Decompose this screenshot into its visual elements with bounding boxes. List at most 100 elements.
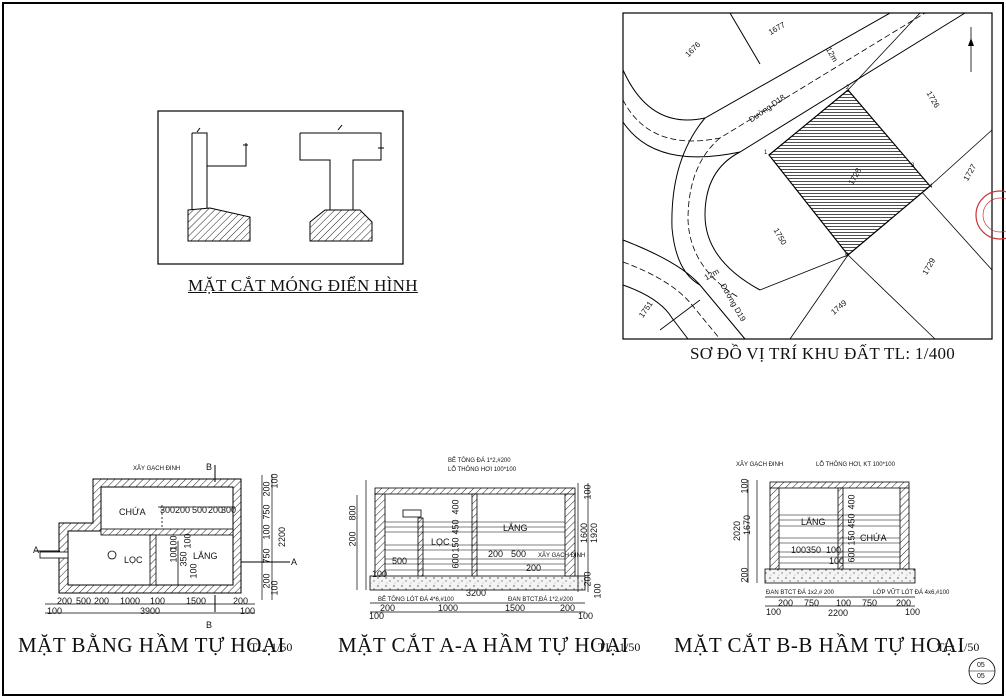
plan-dim-small-1: 100 [168, 547, 179, 563]
plan-dim-small-2: 100 [182, 533, 193, 549]
plan-dim-bottom-6: 200 [233, 596, 249, 606]
bb-dim-left-2: 200 [739, 567, 750, 583]
plan-dim-top-0: 300 [160, 505, 176, 515]
aa-room-lang: LẮNG [503, 523, 528, 533]
aa-dim-left-1: 200 [347, 531, 358, 547]
bb-dim-bottom-0: 200 [778, 598, 794, 608]
bb-note-base: LỚP VỮT LÓT ĐÁ 4x6,#100 [873, 590, 950, 596]
aa-room-loc: LỌC [431, 537, 450, 547]
aa-dim-mid-2: 400 [450, 499, 461, 515]
plan-dim-right-2: 100 [261, 524, 272, 540]
aa-note-brick: XÂY GẠCH ĐINH [538, 553, 586, 559]
aa-dim-mid-5: 500 [511, 549, 527, 559]
vertex-2: 2 [846, 85, 850, 91]
septic-section-bb [747, 480, 916, 607]
bb-room-lang: LẮNG [801, 517, 826, 527]
bb-dim-mid-0: 100 [791, 545, 807, 555]
aa-dim-mid-4: 200 [488, 549, 504, 559]
sheet-number-badge [968, 657, 996, 685]
plan-dim-top-1: 200 [175, 505, 191, 515]
plan-scale: TL: 1/50 [250, 640, 293, 654]
bb-dim-mid-3: 450 [846, 513, 857, 529]
bb-dim-mid-5: 400 [846, 494, 857, 510]
vertex-4: 4 [929, 184, 933, 190]
aa-note-base: BÊ TÔNG LÓT ĐÁ 4*6,#100 [378, 597, 454, 603]
plan-dim-edge-0: 100 [269, 473, 280, 489]
aa-dim-mid-0: 450 [450, 519, 461, 535]
aa-dim-bottom-2: 1500 [505, 603, 526, 613]
bb-dim-left-3: 100 [739, 478, 750, 494]
bb-dim-edge-1: 100 [905, 607, 921, 617]
aa-dim-right-0: 1600 [579, 522, 590, 544]
aa-dim-bottom-1: 1000 [438, 603, 459, 613]
plan-dim-bottom-1: 500 [76, 596, 92, 606]
plan-total-width: 3900 [140, 606, 161, 616]
plan-dim-small-4: 100 [188, 563, 199, 579]
bb-dim-mid-1: 350 [806, 545, 822, 555]
plan-dim-edge-3: 100 [240, 606, 256, 616]
bb-dim-bottom-1: 750 [804, 598, 820, 608]
aa-dim-left-0: 800 [347, 505, 358, 521]
septic-plan [35, 465, 290, 614]
plan-total-height: 2200 [277, 526, 288, 548]
bb-note-brick: XÂY GẠCH ĐINH [736, 462, 784, 468]
plan-dim-bottom-0: 200 [57, 596, 73, 606]
aa-dim-right-3: 200 [582, 571, 593, 587]
bb-dim-mid-2: 100 [826, 545, 842, 555]
aa-dim-mid-1: 150 [450, 537, 461, 553]
bb-dim-left-0: 2020 [732, 520, 743, 542]
plan-room-chua: CHỨA [119, 507, 146, 517]
section-aa-title: MẶT CẮT A-A HẦM TỰ HOẠI [338, 633, 629, 657]
bb-dim-mid-6: 600 [846, 547, 857, 563]
plan-marker-b-top: B [206, 462, 213, 472]
plan-dim-small-3: 350 [178, 551, 189, 567]
aa-dim-right-4: 100 [592, 583, 603, 599]
bb-dim-edge-0: 100 [766, 607, 782, 617]
section-bb-title: MẶT CẮT B-B HẦM TỰ HOẠI [674, 633, 965, 657]
plan-marker-a-right: A [291, 557, 298, 567]
section-aa-scale: TL: 1/50 [598, 640, 641, 654]
aa-dim-right-2: 100 [582, 484, 593, 500]
bb-room-chua: CHỨA [860, 533, 887, 543]
plan-dim-edge-2: 100 [47, 606, 63, 616]
aa-dim-edge-0: 100 [369, 611, 385, 621]
plan-title: MẶT BẰNG HẦM TỰ HOẠI [18, 633, 286, 657]
aa-dim-left-3: 100 [372, 569, 388, 579]
plan-dim-bottom-4: 100 [150, 596, 166, 606]
septic-section-aa [356, 480, 589, 613]
plan-dim-right-1: 750 [261, 504, 272, 520]
plan-dim-top-3: 200 [208, 505, 224, 515]
plan-note-brick: XÂY GẠCH ĐINH [133, 466, 181, 472]
plan-room-lang: LẮNG [193, 551, 218, 561]
plan-room-loc: LỌC [124, 555, 143, 565]
plan-dim-top-4: 300 [221, 505, 237, 515]
plan-dim-bottom-2: 200 [94, 596, 110, 606]
aa-dim-left-2: 500 [392, 556, 408, 566]
section-bb-scale: TL: 1/50 [937, 640, 980, 654]
vertex-5: 5 [845, 253, 849, 259]
aa-dim-bottom-0: 200 [380, 603, 396, 613]
bb-dim-mid-7: 100 [829, 556, 845, 566]
aa-total-width: 3200 [466, 588, 487, 598]
vertex-1: 1 [764, 150, 768, 156]
aa-note-slab: ĐAN BTCT,ĐÁ 1*2,#200 [508, 597, 574, 603]
bb-note-vent: LỖ THÔNG HƠI, KT 100*100 [816, 462, 895, 468]
plan-dim-bottom-3: 1000 [120, 596, 141, 606]
sheet-number-bottom: 05 [977, 673, 985, 680]
bb-note-slab: ĐAN BTCT ĐÁ 1x2,# 200 [766, 590, 834, 596]
aa-dim-edge-1: 100 [578, 611, 594, 621]
aa-dim-mid-6: 200 [526, 563, 542, 573]
bb-dim-mid-4: 150 [846, 530, 857, 546]
site-map [622, 12, 1006, 340]
plan-dim-edge-1: 100 [269, 580, 280, 596]
site-map-title: SƠ ĐỒ VỊ TRÍ KHU ĐẤT TL: 1/400 [690, 344, 956, 363]
plan-dim-right-3: 750 [261, 548, 272, 564]
vertex-3: 3 [911, 163, 915, 169]
aa-dim-right-1: 1920 [589, 522, 600, 544]
bb-total-width: 2200 [828, 608, 849, 618]
bb-dim-left-1: 1670 [742, 514, 753, 536]
plan-dim-bottom-5: 1500 [186, 596, 207, 606]
sheet-number-top: 05 [977, 662, 985, 669]
